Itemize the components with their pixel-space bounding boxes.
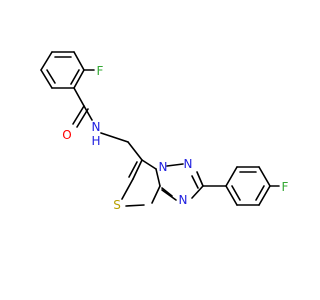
ethyl-linker: [100, 132, 143, 161]
triazole-nitrogen-bridge: N: [159, 160, 168, 174]
fluorophenyl-ring: [225, 166, 271, 206]
triazole-nitrogen-top: N: [184, 157, 193, 171]
oxygen-atom: O: [62, 128, 71, 142]
molecule-canvas: F O N H N N N S F: [40, 51, 289, 212]
fluorine-atom-1: F: [97, 64, 104, 78]
triazole-ring: [161, 163, 204, 201]
thiazole-ring: [121, 159, 161, 207]
fluorobenzene-ring: [40, 51, 85, 89]
sulfur-atom: S: [113, 198, 121, 212]
amide-hydrogen-atom: H: [91, 134, 100, 148]
triazole-nitrogen-bottom: N: [179, 193, 188, 207]
molecule-structure: F O N H N N N S F: [40, 51, 289, 212]
fluorine-atom-2: F: [282, 180, 289, 194]
amide-nitrogen-atom: N: [92, 120, 101, 134]
amide-group: [72, 87, 93, 128]
